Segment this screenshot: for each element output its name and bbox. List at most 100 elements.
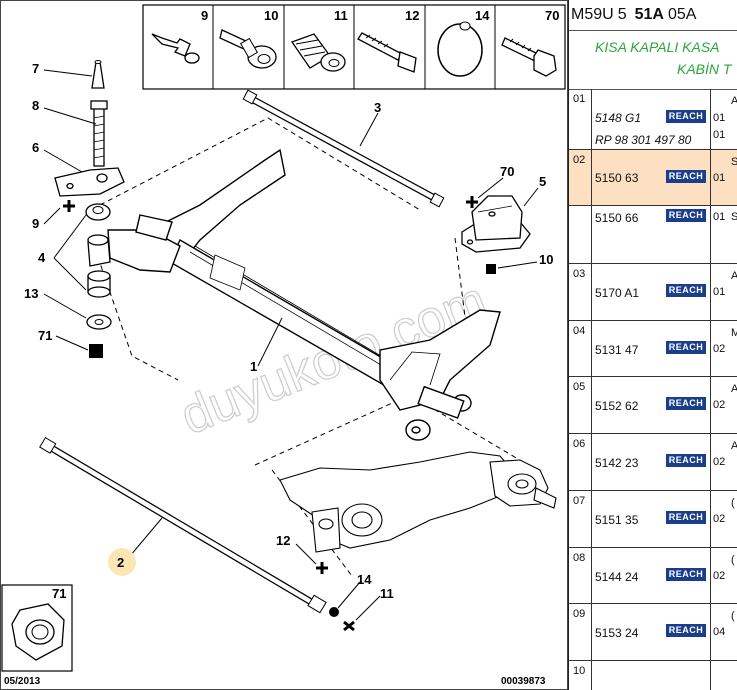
part-row[interactable]: 04 5131 47 REACH 02 M xyxy=(569,321,737,377)
callout-11[interactable]: 11 xyxy=(380,586,394,601)
part-row[interactable]: 5150 66 REACH 01 S xyxy=(569,206,737,264)
wheel-hub-carrier xyxy=(279,451,557,553)
callout-14[interactable]: 14 xyxy=(357,572,372,587)
symbol-marks xyxy=(63,196,496,632)
row-reference: 5153 24 xyxy=(595,626,639,640)
row-quantity: 01 xyxy=(713,112,726,124)
header-separator: 5 xyxy=(617,6,627,23)
leader-lines xyxy=(43,69,539,621)
vehicle-title-box: KISA KAPALI KASA KABİN T xyxy=(569,31,737,90)
row-reference: 5144 24 xyxy=(595,570,639,584)
row-description-truncated: A xyxy=(731,270,737,282)
row-description-truncated: ( xyxy=(731,497,735,509)
row-quantity: 02 xyxy=(713,456,726,468)
row-quantity: 01 xyxy=(713,286,726,298)
part-row[interactable]: 07 5151 35 REACH 02 ( xyxy=(569,491,737,548)
callout-1[interactable]: 1 xyxy=(250,359,257,374)
row-quantity: 04 xyxy=(713,626,726,638)
callout-10[interactable]: 10 xyxy=(539,252,553,267)
bracket-part-6[interactable] xyxy=(54,167,125,197)
stud-part-8[interactable] xyxy=(90,100,108,167)
reach-badge[interactable]: REACH xyxy=(666,110,706,123)
thumbnail-10-bush-icon[interactable] xyxy=(219,29,277,69)
rear-axle-beam-part-1[interactable] xyxy=(107,148,501,441)
reach-badge[interactable]: REACH xyxy=(666,209,706,222)
row-quantity: 01 xyxy=(713,211,726,223)
thumbnail-label: 14 xyxy=(475,8,490,23)
callout-3[interactable]: 3 xyxy=(374,100,381,115)
row-reference: 5131 47 xyxy=(595,343,639,357)
row-reference: 5170 A1 xyxy=(595,286,640,300)
title-line-1: KISA KAPALI KASA xyxy=(595,39,720,55)
tie-rod-part-2[interactable] xyxy=(39,436,327,614)
part-row[interactable]: 03 5170 A1 REACH 01 A xyxy=(569,264,737,321)
callout-4[interactable]: 4 xyxy=(38,250,46,265)
cross-rod-part-3[interactable] xyxy=(242,89,445,208)
callout-71[interactable]: 71 xyxy=(38,328,52,343)
rubber-bush-part-4-lower[interactable] xyxy=(87,234,111,298)
row-index: 04 xyxy=(573,325,586,337)
thumbnail-strip: 9 10 11 12 14 70 xyxy=(142,4,566,90)
row-index: 08 xyxy=(573,552,586,564)
cone-part-7[interactable] xyxy=(91,60,105,89)
part-row-highlighted[interactable]: 02 5150 63 REACH 01 S xyxy=(569,150,737,206)
reach-badge[interactable]: REACH xyxy=(666,341,706,354)
row-reference: 5151 35 xyxy=(595,513,639,527)
row-description-truncated: S xyxy=(731,156,737,168)
reach-badge[interactable]: REACH xyxy=(666,454,706,467)
panel-header: M59U 5 51A 05A xyxy=(569,0,737,31)
part-row[interactable]: 10 xyxy=(569,661,737,690)
row-description-truncated: S xyxy=(731,211,737,223)
callout-12[interactable]: 12 xyxy=(276,533,290,548)
row-index: 05 xyxy=(573,381,586,393)
row-index: 03 xyxy=(573,268,586,280)
row-index: 06 xyxy=(573,438,586,450)
callout-8[interactable]: 8 xyxy=(32,98,39,113)
callout-5[interactable]: 5 xyxy=(539,174,546,189)
reach-badge[interactable]: REACH xyxy=(666,170,706,183)
thumbnail-12-bolt-icon[interactable] xyxy=(357,32,417,73)
row-index: 09 xyxy=(573,608,586,620)
row-quantity: 01 xyxy=(713,172,726,184)
inset-nut-71[interactable]: 71 xyxy=(1,584,73,672)
row-description-truncated: A xyxy=(731,383,737,395)
reach-badge[interactable]: REACH xyxy=(666,284,706,297)
row-index: 07 xyxy=(573,495,586,507)
callout-7[interactable]: 7 xyxy=(32,61,39,76)
parts-list-panel: M59U 5 51A 05A KISA KAPALI KASA KABİN T … xyxy=(568,0,737,690)
thumbnail-11-cone-bush-icon[interactable] xyxy=(290,33,346,72)
reach-badge[interactable]: REACH xyxy=(666,624,706,637)
rubber-bush-part-4-upper[interactable] xyxy=(85,203,111,221)
thumbnail-14-washer-icon[interactable] xyxy=(437,21,483,77)
row-description-truncated: A xyxy=(731,440,737,452)
part-row[interactable]: 09 5153 24 REACH 04 ( xyxy=(569,604,737,661)
part-row[interactable]: 08 5144 24 REACH 02 ( xyxy=(569,548,737,604)
row-description-truncated: ( xyxy=(731,554,735,566)
nut-part-71[interactable] xyxy=(89,344,103,358)
callout-2[interactable]: 2 xyxy=(117,555,124,570)
row-index: 02 xyxy=(573,154,586,166)
row-quantity: 02 xyxy=(713,399,726,411)
reach-badge[interactable]: REACH xyxy=(666,511,706,524)
callout-70[interactable]: 70 xyxy=(500,164,514,179)
row-description-truncated: M xyxy=(731,327,737,339)
row-reference: 5148 G1 xyxy=(595,111,642,125)
part-row[interactable]: 06 5142 23 REACH 02 A xyxy=(569,434,737,491)
thumbnail-70-bolt-icon[interactable] xyxy=(501,37,557,77)
part-row[interactable]: 05 5152 62 REACH 02 A xyxy=(569,377,737,434)
washer-part-13[interactable] xyxy=(86,314,112,330)
thumbnail-9-pin-icon[interactable] xyxy=(151,33,200,64)
part-row[interactable]: 01 5148 G1 REACH RP 98 301 497 80 01 01 … xyxy=(569,89,737,150)
callout-6[interactable]: 6 xyxy=(32,140,39,155)
callout-9[interactable]: 9 xyxy=(32,216,39,231)
callout-13[interactable]: 13 xyxy=(24,286,38,301)
row-reference-secondary: RP 98 301 497 80 xyxy=(595,133,692,147)
row-reference: 5142 23 xyxy=(595,456,639,470)
exploded-parts-diagram: 9 10 11 12 14 70 duyukoto.com xyxy=(0,0,568,690)
reach-badge[interactable]: REACH xyxy=(666,568,706,581)
footer-date: 05/2013 xyxy=(4,676,41,687)
footer-code: 00039873 xyxy=(501,676,546,687)
engine-mount-part-5[interactable] xyxy=(461,195,531,253)
reach-badge[interactable]: REACH xyxy=(666,397,706,410)
row-description-truncated: A xyxy=(731,95,737,107)
